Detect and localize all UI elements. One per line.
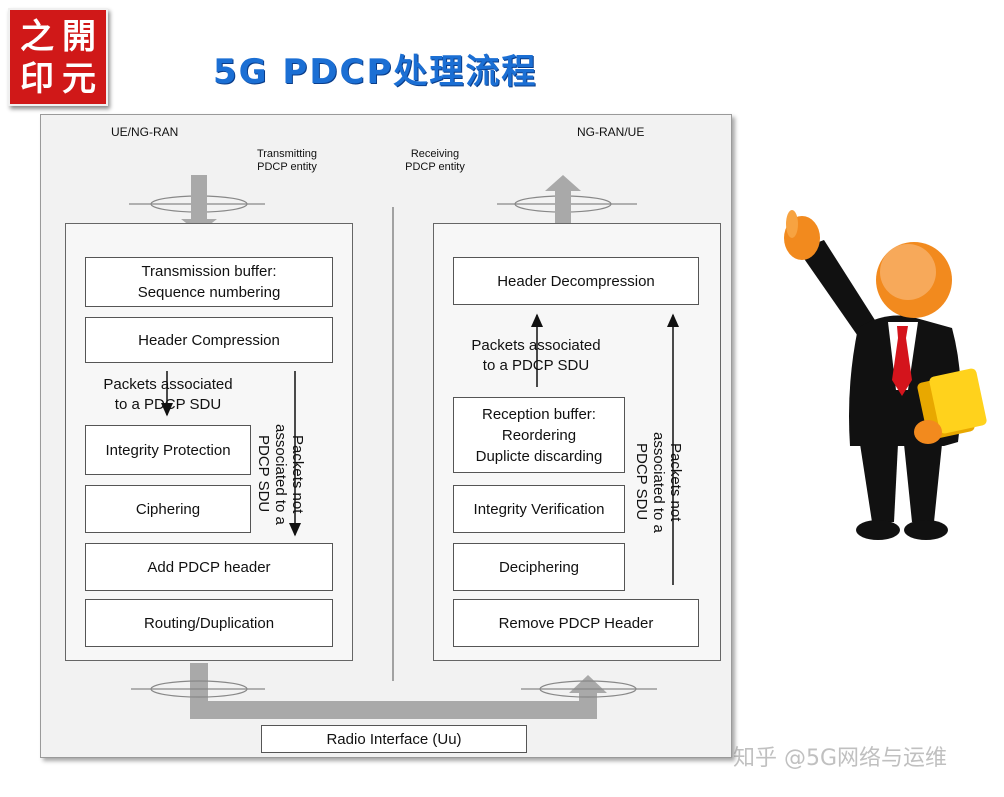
deciphering-box: Deciphering: [453, 543, 625, 591]
rx-packets-associated-label: Packets associated to a PDCP SDU: [455, 336, 617, 376]
sap-ellipse-rx-bottom: [539, 680, 637, 698]
logo-char: 開: [62, 17, 96, 57]
routing-duplication-box: Routing/Duplication: [85, 599, 333, 647]
transmitting-label: Transmitting PDCP entity: [237, 148, 337, 174]
page-title: 5G PDCP处理流程: [213, 52, 538, 92]
tx-packets-associated-label: Packets associated to a PDCP SDU: [87, 375, 249, 415]
label-line: PDCP SDU: [255, 435, 272, 513]
box-line: Sequence numbering: [137, 284, 281, 301]
receiving-label: Receiving PDCP entity: [385, 148, 485, 174]
box-line: Reception buffer:: [482, 405, 596, 423]
header-compression-box: Header Compression: [85, 317, 333, 363]
integrity-verification-box: Integrity Verification: [453, 485, 625, 533]
remove-pdcp-header-box: Remove PDCP Header: [453, 599, 699, 647]
transmission-buffer-box: Transmission buffer: Sequence numbering: [85, 257, 333, 307]
label-line: Packets associated: [103, 376, 233, 393]
logo-char: 之: [20, 17, 54, 57]
logo-char: 印: [20, 59, 54, 99]
left-entity-label: UE/NG-RAN: [111, 125, 179, 139]
label-line: to a PDCP SDU: [114, 396, 222, 413]
add-pdcp-header-box: Add PDCP header: [85, 543, 333, 591]
radio-interface-box: Radio Interface (Uu): [261, 725, 527, 753]
businessman-pointing-icon: [784, 210, 987, 540]
logo-char: 元: [62, 59, 96, 99]
transmitting-line: Transmitting: [256, 148, 318, 160]
logo-seal: 之 開 印 元: [8, 8, 108, 106]
reception-buffer-box: Reception buffer: Reordering Duplicte di…: [453, 397, 625, 473]
arrow-up-icon: [545, 175, 581, 233]
label-line: Packets not: [289, 434, 306, 514]
diagram-connectors: [129, 175, 657, 719]
box-line: Reordering: [501, 426, 577, 444]
radio-path-arrow-icon: [190, 663, 607, 719]
header-decompression-box: Header Decompression: [453, 257, 699, 305]
label-line: associated to a: [272, 423, 289, 525]
tx-packets-not-label: Packets not associated to a PDCP SDU: [255, 407, 306, 541]
label-line: Packets not: [667, 442, 684, 522]
label-line: PDCP SDU: [633, 443, 650, 521]
label-line: associated to a: [650, 431, 667, 533]
rx-packets-not-label: Packets not associated to a PDCP SDU: [633, 415, 684, 549]
watermark: 知乎 @5G网络与运维: [733, 746, 948, 771]
ciphering-box: Ciphering: [85, 485, 251, 533]
receiving-line: Receiving: [410, 148, 460, 160]
label-line: Packets associated: [471, 337, 601, 354]
right-entity-label: NG-RAN/UE: [577, 125, 645, 139]
box-line: Transmission buffer:: [141, 263, 277, 280]
label-line: to a PDCP SDU: [482, 357, 590, 374]
transmitting-line: PDCP entity: [257, 161, 317, 173]
arrow-down-icon: [181, 175, 217, 233]
pdcp-diagram: UE/NG-RAN NG-RAN/UE Transmitting PDCP en…: [40, 114, 732, 758]
integrity-protection-box: Integrity Protection: [85, 425, 251, 475]
box-line: Duplicte discarding: [475, 447, 603, 465]
sap-ellipse-tx-bottom: [150, 680, 248, 698]
receiving-line: PDCP entity: [405, 161, 465, 173]
